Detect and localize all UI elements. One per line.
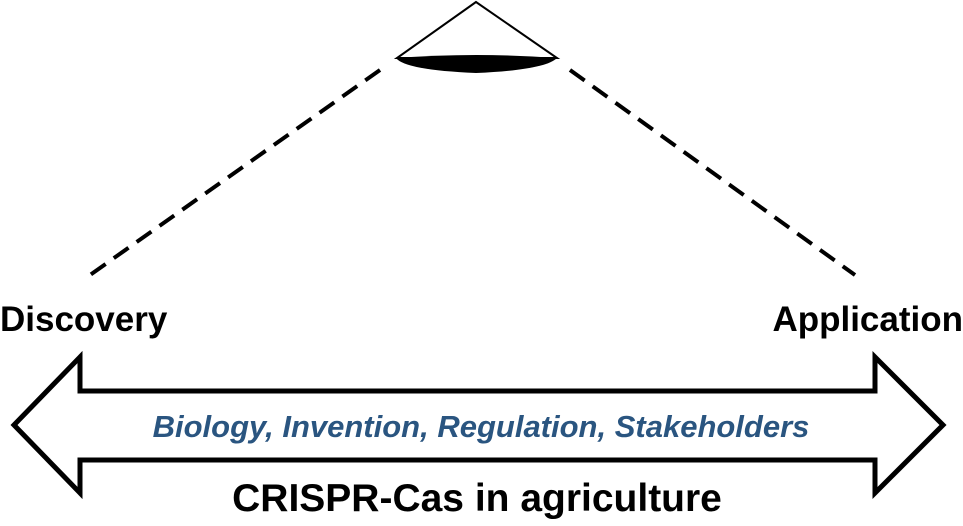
discovery-label: Discovery <box>0 300 168 339</box>
caption: CRISPR-Cas in agriculture <box>232 477 722 520</box>
arrow-text: Biology, Invention, Regulation, Stakehol… <box>153 409 810 444</box>
left-view-line <box>88 68 382 277</box>
spotlight-cone <box>393 0 561 59</box>
double-arrow <box>10 350 947 500</box>
spotlight-lens <box>396 55 557 73</box>
right-view-line <box>568 68 857 277</box>
application-label: Application <box>772 300 963 339</box>
spotlight-icon <box>393 0 561 73</box>
